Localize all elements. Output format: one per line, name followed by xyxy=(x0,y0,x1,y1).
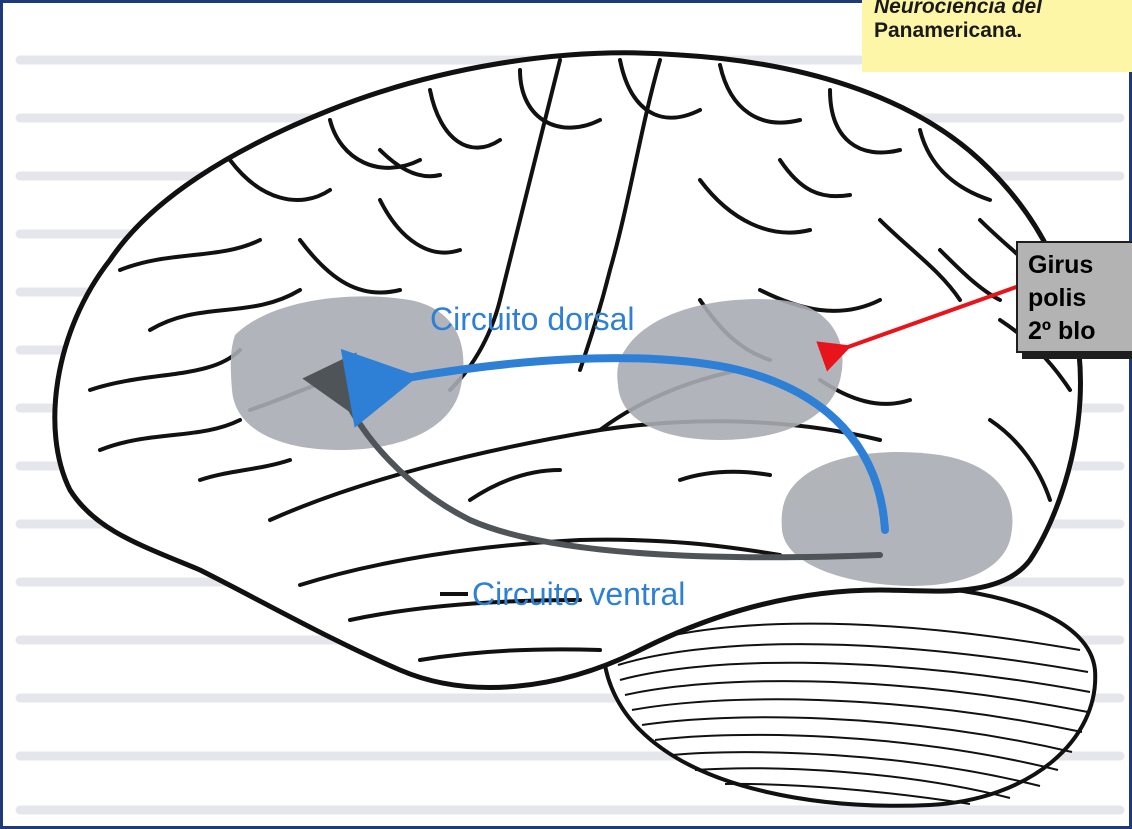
ventral-circuit-label: Circuito ventral xyxy=(472,576,685,612)
citation-publisher: Panamericana. xyxy=(874,19,1132,43)
citation-source: Neurociencia del xyxy=(874,0,1132,19)
callout-line-3: 2º blo xyxy=(1028,315,1132,348)
occipital-temporal-region xyxy=(782,452,1013,586)
citation-note: Neurociencia del Panamericana. xyxy=(862,0,1132,72)
gyrus-callout-box: Girus polis 2º blo xyxy=(1016,241,1132,353)
callout-line-1: Girus xyxy=(1028,249,1132,282)
dorsal-circuit-label: Circuito dorsal xyxy=(430,301,635,337)
callout-line-2: polis xyxy=(1028,282,1132,315)
